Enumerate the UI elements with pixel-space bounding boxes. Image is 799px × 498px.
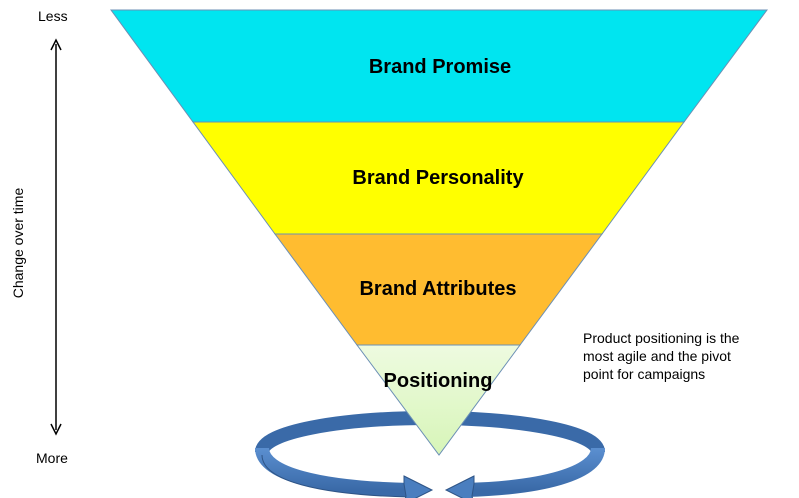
note-line: point for campaigns	[583, 366, 706, 382]
tier-label-brand-attributes: Brand Attributes	[359, 278, 517, 300]
axis-title: Change over time	[10, 187, 26, 299]
arrow-left-icon	[444, 475, 475, 498]
change-axis	[50, 38, 62, 436]
tier-positioning	[356, 344, 521, 456]
note-line: most agile and the pivot	[583, 348, 731, 364]
tier-label-brand-promise: Brand Promise	[368, 56, 512, 78]
tier-label-positioning: Positioning	[383, 370, 493, 392]
tier-label-brand-personality: Brand Personality	[352, 167, 524, 189]
axis-top-label: Less	[38, 8, 68, 24]
arrow-right-icon	[403, 475, 434, 498]
axis-bottom-label: More	[36, 450, 68, 466]
note-line: Product positioning is the	[583, 330, 740, 346]
up-arrowhead-icon	[50, 38, 62, 51]
positioning-note: Product positioning is the most agile an…	[583, 329, 793, 383]
pivot-ring	[255, 446, 605, 498]
down-arrowhead-icon	[50, 423, 62, 436]
